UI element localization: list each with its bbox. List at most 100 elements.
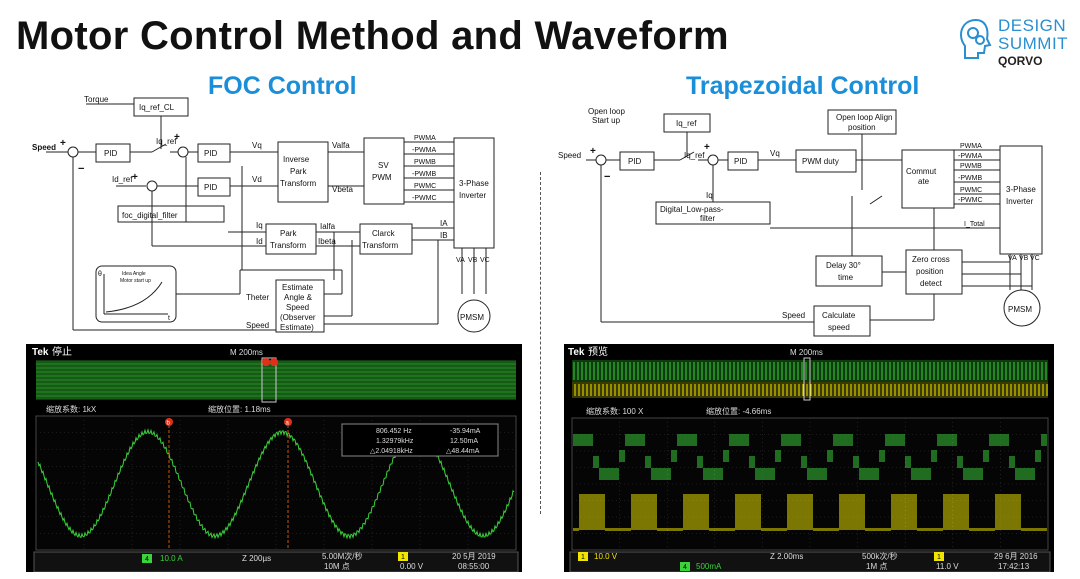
- foc-iq-fb: Iq: [256, 221, 263, 230]
- foc-svpwm-1: SV: [378, 161, 389, 170]
- head-gears-icon: [959, 18, 992, 59]
- scope-left-trig-level: 0.00 V: [400, 562, 424, 571]
- trap-calc-2: speed: [828, 323, 850, 332]
- foc-plus-1: +: [60, 138, 66, 149]
- foc-inverse-park-1: Inverse: [283, 155, 310, 164]
- trap-vq: Vq: [770, 149, 780, 158]
- foc-iq-ref-label: Iq_ref: [156, 137, 177, 146]
- foc-ib: IB: [440, 231, 448, 240]
- trap-vc: VC: [1030, 255, 1040, 262]
- foc-clarck-2: Transform: [362, 241, 398, 250]
- foc-inverse-park-2: Park: [290, 167, 307, 176]
- foc-id-fb: Id: [256, 237, 263, 246]
- foc-clarck-1: Clarck: [372, 229, 396, 238]
- trap-npwmc: -PWMC: [958, 197, 983, 204]
- scope-left-b-val: 12.50mA: [450, 438, 478, 445]
- foc-vc: VC: [480, 257, 490, 264]
- trap-inverter-2: Inverter: [1006, 197, 1033, 206]
- trap-iq-ref-box: Iq_ref: [676, 119, 697, 128]
- trap-zero-3: detect: [920, 279, 943, 288]
- scope-right-brand: Tek: [568, 347, 585, 358]
- trap-npwma: -PWMA: [958, 153, 982, 160]
- foc-park-1: Park: [280, 229, 297, 238]
- foc-iq-ref-cl: Iq_ref_CL: [139, 103, 175, 112]
- scope-left-time: 08:55:00: [458, 562, 490, 571]
- scope-right-sample-rate: 500k次/秒: [862, 551, 898, 561]
- design-summit-logo: DESIGN SUMMIT QORVO: [958, 14, 1070, 70]
- foc-pmsm: PMSM: [460, 313, 484, 322]
- scope-right-ch1-scale: 10.0 V: [594, 552, 618, 561]
- foc-vbeta-label: Vbeta: [332, 185, 353, 194]
- foc-heading: FOC Control: [208, 72, 357, 100]
- foc-npwmb: -PWMB: [412, 171, 436, 178]
- scope-right-zoom-factor: 缩放系数: 100 X: [586, 406, 644, 416]
- trap-oscilloscope: Tek 预览 M 200ms 缩放系数: 100 X 缩放位置: -4.66ms…: [564, 344, 1054, 572]
- foc-torque-label: Torque: [84, 95, 109, 104]
- trap-pwm-duty: PWM duty: [802, 157, 839, 166]
- trap-calc-1: Calculate: [822, 311, 856, 320]
- foc-pid-id: PID: [204, 183, 218, 192]
- foc-oscilloscope: Tek 停止 M 200ms 缩放系数: 1kX 缩放位置: 1.18ms b …: [26, 344, 522, 572]
- foc-estimate-1: Estimate: [282, 283, 314, 292]
- scope-left-brand: Tek: [32, 347, 49, 358]
- foc-vb: VB: [468, 257, 478, 264]
- scope-right-trig-ch: 1: [937, 554, 941, 561]
- foc-pid-iq: PID: [204, 149, 218, 158]
- scope-left-trig-ch: 1: [401, 554, 405, 561]
- scope-right-ch1: 1: [581, 554, 585, 561]
- scope-left-d-freq: △2.04918kHz: [370, 448, 413, 455]
- trap-npwmb: -PWMB: [958, 175, 982, 182]
- scope-left-a-freq: 806.452 Hz: [376, 428, 412, 435]
- trap-block-diagram: Open loop Start up Iq_ref Open loop Alig…: [558, 107, 1043, 337]
- foc-theta-axis: θ: [98, 271, 102, 278]
- foc-vq-label: Vq: [252, 141, 262, 150]
- foc-inverter-2: Inverter: [459, 191, 486, 200]
- logo-qorvo: QORVO: [998, 54, 1043, 68]
- foc-npwmc: -PWMC: [412, 195, 437, 202]
- trap-minus-1: −: [604, 171, 610, 183]
- scope-right-timebase: M 200ms: [790, 348, 823, 357]
- foc-idea-2: Motor start up: [120, 278, 151, 284]
- scope-right-record: 1M 点: [866, 562, 887, 571]
- trap-iq-ref-label: Iq_ref: [684, 151, 705, 160]
- scope-left-zoom-factor: 缩放系数: 1kX: [46, 404, 97, 414]
- trap-zero-2: position: [916, 267, 944, 276]
- scope-left-zoom-position: 缩放位置: 1.18ms: [208, 404, 271, 414]
- trap-pid-iq: PID: [734, 157, 748, 166]
- foc-idea-1: Idea Angle: [122, 271, 146, 277]
- foc-plus-3: +: [132, 172, 138, 183]
- foc-valfa-label: Valfa: [332, 141, 350, 150]
- foc-estimate-4: (Observer: [280, 313, 316, 322]
- trap-speed-fb: Speed: [782, 311, 805, 320]
- trap-delay-2: time: [838, 273, 854, 282]
- trap-pwmc: PWMC: [960, 187, 982, 194]
- scope-left-cursor-a: a: [286, 421, 290, 427]
- trap-pwmb: PWMB: [960, 163, 982, 170]
- scope-left-zoom-time: Z 200µs: [242, 554, 271, 563]
- scope-left-date: 20 5月 2019: [452, 552, 496, 561]
- trap-iq: Iq: [706, 191, 713, 200]
- page-title: Motor Control Method and Waveform: [16, 14, 729, 58]
- foc-inverter-1: 3-Phase: [459, 179, 489, 188]
- foc-theter: Theter: [246, 293, 269, 302]
- foc-pwmb: PWMB: [414, 159, 436, 166]
- trap-open-loop-2: Start up: [592, 116, 621, 125]
- trap-align-2: position: [848, 123, 876, 132]
- scope-right-zoom-time: Z 2.00ms: [770, 552, 803, 561]
- foc-minus-1: −: [78, 163, 84, 175]
- trap-speed-input: Speed: [558, 151, 581, 160]
- foc-filter-label: foc_digital_filter: [122, 211, 178, 220]
- trap-pwma: PWMA: [960, 143, 982, 150]
- scope-right-ch4-scale: 500mA: [696, 562, 722, 571]
- foc-pwma: PWMA: [414, 135, 436, 142]
- foc-t-axis: t: [168, 315, 170, 322]
- trap-i-total: I_Total: [964, 221, 985, 228]
- scope-left-ch: 4: [145, 556, 149, 563]
- trap-delay-1: Delay 30°: [826, 261, 861, 270]
- scope-left-sample-rate: 5.00M次/秒: [322, 551, 362, 561]
- scope-left-d-val: △48.44mA: [446, 448, 480, 455]
- logo-summit: SUMMIT: [998, 34, 1069, 53]
- foc-estimate-5: Estimate): [280, 323, 314, 332]
- trap-heading: Trapezoidal Control: [686, 72, 920, 100]
- foc-park-2: Transform: [270, 241, 306, 250]
